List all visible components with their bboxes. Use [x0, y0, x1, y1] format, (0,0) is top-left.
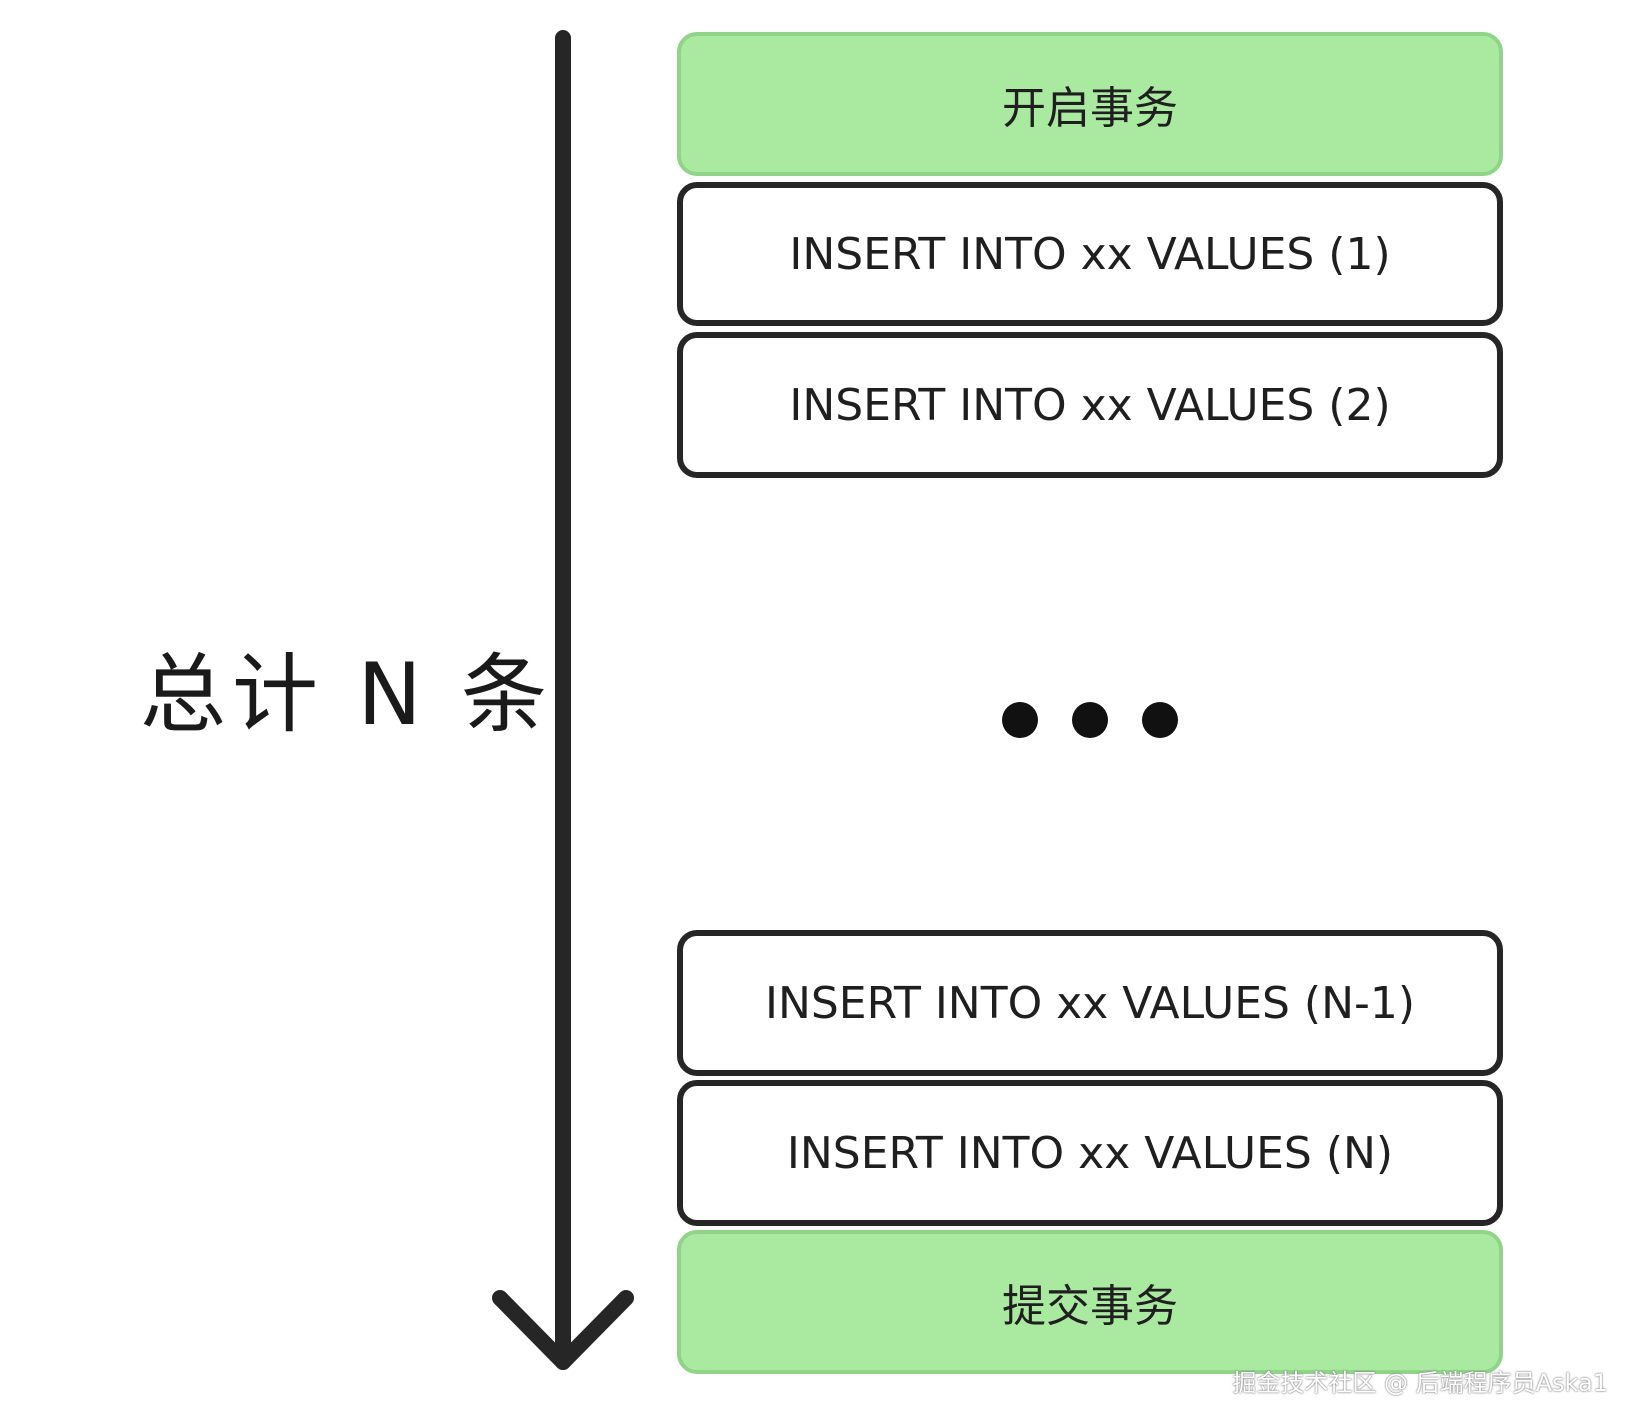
ellipsis-dot [1072, 702, 1108, 738]
ellipsis-icon [677, 700, 1503, 740]
watermark: 掘金技术社区 @ 后端程序员Aska1 [1232, 1369, 1608, 1397]
insert-statement-n-box: INSERT INTO xx VALUES (N) [677, 1080, 1503, 1226]
insert-statement-n-minus-1-box: INSERT INTO xx VALUES (N-1) [677, 930, 1503, 1076]
arrow-head [492, 1290, 634, 1370]
ellipsis-dot [1142, 702, 1178, 738]
commit-transaction-box: 提交事务 [677, 1230, 1503, 1374]
ellipsis-dot [1002, 702, 1038, 738]
begin-transaction-box: 开启事务 [677, 32, 1503, 176]
insert-statement-2-box: INSERT INTO xx VALUES (2) [677, 332, 1503, 478]
insert-statement-1-box: INSERT INTO xx VALUES (1) [677, 182, 1503, 326]
total-count-label: 总计 N 条 [140, 645, 554, 745]
